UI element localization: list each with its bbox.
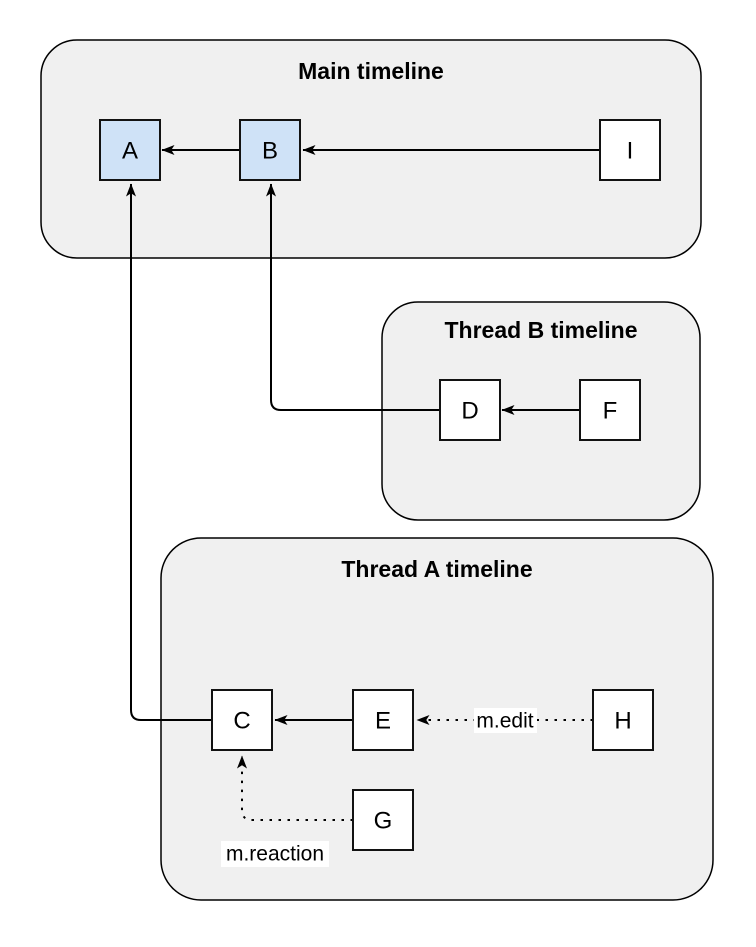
node-B: B	[239, 119, 301, 181]
edge-d-to-b	[266, 183, 440, 411]
node-E-label: E	[375, 708, 391, 735]
edge-label-m-reaction: m.reaction	[221, 841, 329, 867]
m-edit-label-bg	[474, 708, 537, 733]
node-H-label: H	[614, 708, 631, 735]
node-I: I	[599, 119, 661, 181]
node-D-label: D	[461, 398, 478, 425]
node-F-label: F	[603, 398, 618, 425]
node-I-box	[599, 119, 661, 181]
m-reaction-label-bg	[221, 841, 329, 867]
node-B-box	[239, 119, 301, 181]
node-C: C	[211, 689, 273, 751]
node-A-box	[99, 119, 161, 181]
node-G-label: G	[374, 808, 393, 835]
node-G-box	[352, 789, 414, 851]
edge-c-to-a	[126, 183, 212, 721]
m-reaction-label-text: m.reaction	[226, 843, 324, 866]
node-C-label: C	[233, 708, 250, 735]
edge-g-to-c-m-reaction	[237, 755, 353, 821]
node-F-box	[579, 379, 641, 441]
node-H-box	[592, 689, 654, 751]
thread-a-timeline-title: Thread A timeline	[341, 556, 532, 582]
node-F: F	[579, 379, 641, 441]
node-D-box	[439, 379, 501, 441]
main-timeline-title: Main timeline	[298, 58, 444, 84]
thread-b-timeline-title: Thread B timeline	[445, 317, 638, 343]
node-D: D	[439, 379, 501, 441]
node-A-label: A	[122, 138, 138, 165]
edge-label-m-edit: m.edit	[474, 708, 537, 733]
node-I-label: I	[627, 138, 634, 165]
node-E-box	[352, 689, 414, 751]
node-A: A	[99, 119, 161, 181]
m-edit-label-text: m.edit	[476, 710, 533, 733]
node-B-label: B	[262, 138, 278, 165]
node-G: G	[352, 789, 414, 851]
node-H: H	[592, 689, 654, 751]
node-C-box	[211, 689, 273, 751]
node-E: E	[352, 689, 414, 751]
